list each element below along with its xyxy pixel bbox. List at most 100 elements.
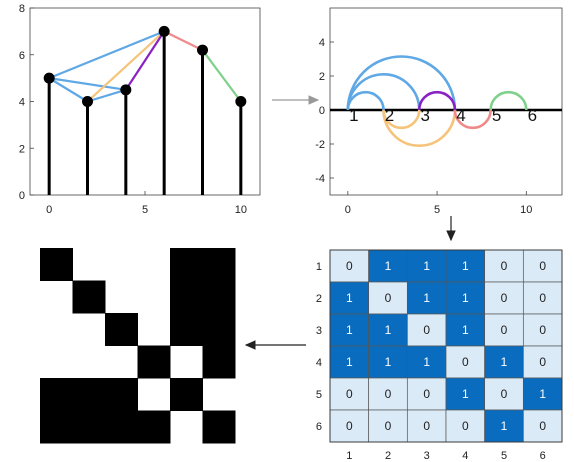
matrix-col-label: 2 — [385, 450, 391, 462]
matrix-cell — [445, 281, 486, 315]
x-tick-label: 5 — [142, 204, 148, 216]
matrix-cell-value: 0 — [539, 419, 546, 433]
matrix-cell-value: 1 — [423, 291, 430, 305]
y-tick-label: 4 — [319, 37, 325, 49]
visibility-edge — [124, 30, 166, 91]
matrix-col-label: 5 — [501, 450, 507, 462]
matrix-cell-value: 0 — [501, 259, 508, 273]
matrix-cell-value: 0 — [462, 355, 469, 369]
matrix-cell-value: 1 — [462, 291, 469, 305]
binary-pixel — [137, 345, 171, 379]
matrix-row-label: 2 — [316, 293, 322, 305]
node-label: 5 — [492, 106, 501, 125]
visibility-edge — [48, 77, 89, 103]
visibility-arc — [382, 109, 457, 147]
binary-pixel — [202, 248, 236, 281]
matrix-cell-value: 0 — [346, 387, 353, 401]
visibility-arc — [489, 90, 528, 111]
stem-marker — [197, 44, 208, 56]
matrix-cell — [368, 249, 408, 283]
matrix-cell-value: 1 — [346, 323, 353, 337]
matrix-cell-value: 1 — [501, 355, 508, 369]
binary-pixel — [170, 313, 203, 346]
node-label: 3 — [420, 106, 429, 125]
stem-marker — [43, 72, 55, 84]
matrix-cell — [522, 313, 563, 347]
visibility-edge — [87, 88, 127, 103]
binary-pixel — [170, 280, 203, 314]
matrix-cell — [406, 281, 447, 315]
x-tick-label: 10 — [235, 204, 247, 216]
matrix-cell-value: 0 — [501, 387, 508, 401]
x-tick-label: 0 — [46, 204, 52, 216]
binary-pixel — [40, 248, 73, 281]
x-tick-label: 0 — [345, 204, 351, 216]
y-tick-label: 0 — [319, 105, 325, 117]
matrix-row-label: 3 — [316, 325, 322, 337]
matrix-row-label: 4 — [316, 357, 322, 369]
binary-pixel — [105, 378, 138, 411]
binary-pixel — [202, 313, 236, 346]
visibility-arc — [346, 90, 385, 111]
binary-pixel — [137, 410, 171, 444]
matrix-cell-value: 1 — [423, 259, 430, 273]
matrix-cell-value: 0 — [539, 291, 546, 305]
matrix-cell-value: 0 — [539, 323, 546, 337]
x-tick-label: 10 — [520, 204, 532, 216]
matrix-cell-value: 1 — [423, 355, 430, 369]
matrix-cell — [406, 249, 447, 283]
matrix-cell — [406, 345, 447, 379]
visibility-edge — [201, 49, 242, 103]
binary-pixel — [202, 280, 236, 314]
binary-pixel — [105, 313, 138, 346]
node-label: 1 — [349, 106, 358, 125]
matrix-cell — [329, 313, 370, 347]
matrix-cell-value: 1 — [385, 323, 392, 337]
matrix-cell-value: 0 — [501, 323, 508, 337]
binary-pixel — [170, 378, 203, 411]
matrix-cell — [484, 281, 524, 315]
matrix-row-label: 5 — [316, 389, 322, 401]
x-tick-label: 5 — [434, 204, 440, 216]
matrix-cell-value: 1 — [501, 419, 508, 433]
matrix-col-label: 4 — [462, 450, 468, 462]
matrix-cell-value: 0 — [423, 323, 430, 337]
visibility-edge — [48, 30, 165, 80]
matrix-cell — [368, 345, 408, 379]
y-tick-label: 2 — [319, 71, 325, 83]
stem-marker — [235, 96, 247, 107]
matrix-cell — [522, 377, 563, 411]
matrix-cell-value: 1 — [462, 387, 469, 401]
node-label: 4 — [456, 106, 465, 125]
binary-pixel — [72, 410, 106, 444]
binary-pixel — [202, 410, 236, 444]
matrix-cell — [445, 377, 486, 411]
binary-pixel — [202, 345, 236, 379]
matrix-col-label: 3 — [424, 450, 430, 462]
y-tick-label: 6 — [19, 50, 25, 62]
matrix-cell-value: 1 — [385, 355, 392, 369]
visibility-arc — [453, 109, 492, 130]
matrix-cell — [445, 345, 486, 379]
matrix-cell-value: 0 — [462, 419, 469, 433]
matrix-cell — [368, 377, 408, 411]
y-tick-label: 4 — [19, 97, 25, 109]
matrix-row-label: 6 — [316, 421, 322, 433]
visibility-arc — [417, 90, 457, 111]
y-tick-label: -4 — [315, 173, 325, 185]
binary-pixel — [105, 410, 138, 444]
matrix-cell — [406, 313, 447, 347]
matrix-cell-value: 1 — [346, 355, 353, 369]
matrix-cell-value: 0 — [501, 291, 508, 305]
binary-pixel — [40, 410, 73, 444]
stem-plot-frame — [29, 7, 261, 196]
visibility-edge — [49, 77, 126, 91]
matrix-cell-value: 1 — [539, 387, 546, 401]
arc-plot-frame — [329, 7, 563, 196]
y-tick-label: 2 — [19, 143, 25, 155]
matrix-cell — [406, 377, 447, 411]
y-tick-label: -2 — [315, 139, 325, 151]
